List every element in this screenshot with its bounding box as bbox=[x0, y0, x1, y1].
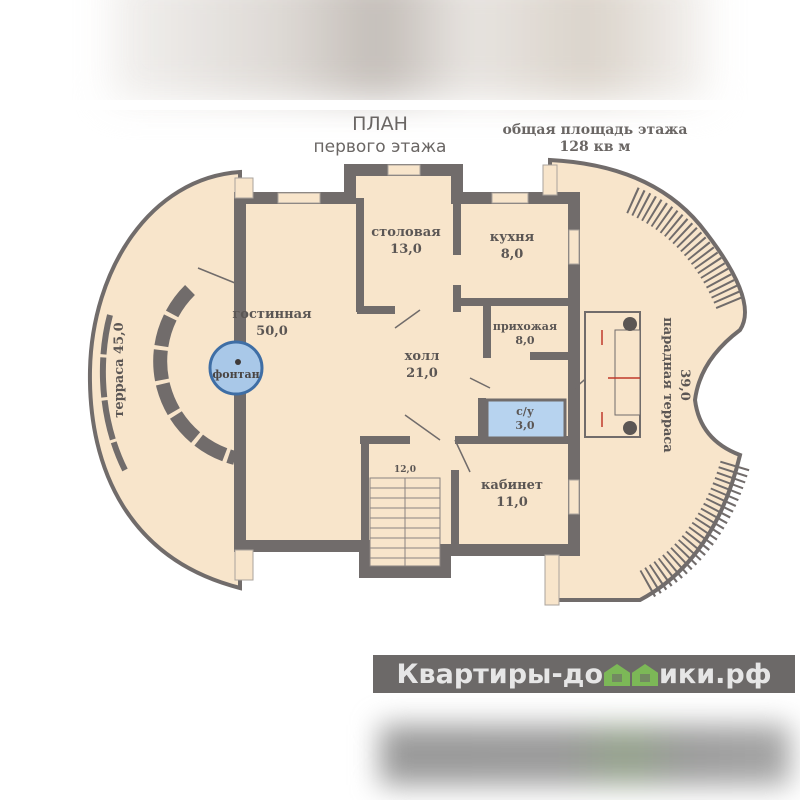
living-curved-wall bbox=[153, 285, 237, 465]
terrace-left-railing bbox=[99, 314, 128, 472]
entry-name: прихожая bbox=[493, 320, 557, 333]
plan-title: ПЛАН bbox=[352, 113, 408, 135]
blurred-footer bbox=[380, 725, 790, 785]
terrace-left bbox=[87, 169, 242, 591]
total-area-label: общая площадь этажа bbox=[503, 122, 688, 138]
terrace-right-area: 39,0 bbox=[677, 369, 692, 401]
dining-name: столовая bbox=[371, 225, 441, 240]
watermark-logo: Квартиры-до ики.рф bbox=[373, 655, 795, 693]
plan-subtitle: первого этажа bbox=[314, 137, 447, 157]
fountain-center-icon bbox=[235, 359, 241, 365]
living-name: гостинная bbox=[232, 307, 312, 322]
office-name: кабинет bbox=[481, 478, 543, 493]
entrance-steps bbox=[584, 311, 641, 438]
wc-area: 3,0 bbox=[515, 419, 534, 432]
terrace-right-name: парадная терраса bbox=[660, 317, 675, 453]
stairs-bottom-right bbox=[637, 460, 750, 599]
kitchen-area: 8,0 bbox=[501, 247, 524, 262]
wc-room bbox=[485, 398, 567, 440]
interior-stairs bbox=[369, 477, 441, 567]
entry-area: 8,0 bbox=[515, 334, 534, 347]
fountain bbox=[208, 340, 264, 396]
terrace-left-label: терраса 45,0 bbox=[112, 322, 127, 417]
stairs-area: 12,0 bbox=[394, 465, 416, 475]
windows bbox=[234, 164, 580, 606]
house-icon bbox=[632, 664, 659, 686]
total-area-value: 128 кв м bbox=[560, 139, 631, 155]
living-area: 50,0 bbox=[256, 324, 288, 339]
interior-walls bbox=[356, 198, 574, 550]
fountain-label: фонтан bbox=[212, 368, 259, 381]
hall-name: холл bbox=[405, 349, 440, 364]
office-area: 11,0 bbox=[496, 495, 528, 510]
wc-name: с/у bbox=[516, 405, 534, 418]
dining-area: 13,0 bbox=[390, 242, 422, 257]
kitchen-name: кухня bbox=[490, 230, 535, 245]
house-icon bbox=[604, 664, 631, 686]
hall-area: 21,0 bbox=[406, 366, 438, 381]
stairs-top-right bbox=[626, 187, 743, 311]
blurred-header bbox=[110, 0, 710, 100]
